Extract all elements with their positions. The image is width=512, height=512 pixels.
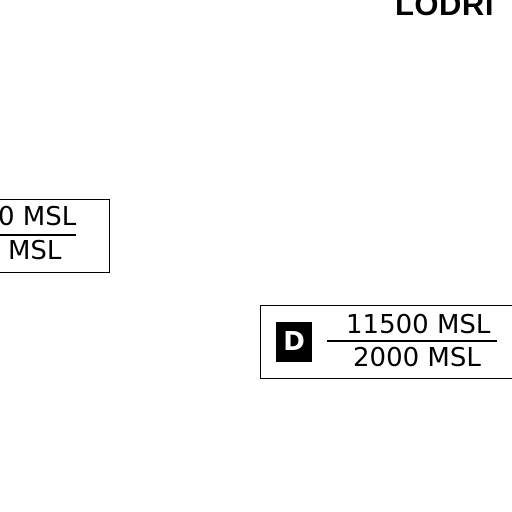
airspace-floor-label: MSL: [8, 236, 62, 266]
airspace-altitude-box-class-d: D 11500 MSL 2000 MSL: [260, 305, 512, 379]
airspace-class-d-badge: D: [276, 322, 312, 362]
airspace-ceiling-label: 0 MSL: [0, 202, 77, 232]
place-name-label: LODRI: [395, 0, 494, 22]
airspace-altitude-box-left: 0 MSL MSL: [0, 199, 110, 273]
altitude-divider-line: [327, 340, 497, 342]
altitude-divider-line: [0, 234, 76, 236]
airspace-ceiling-label: 11500 MSL: [346, 310, 491, 340]
airspace-floor-label: 2000 MSL: [353, 343, 481, 373]
